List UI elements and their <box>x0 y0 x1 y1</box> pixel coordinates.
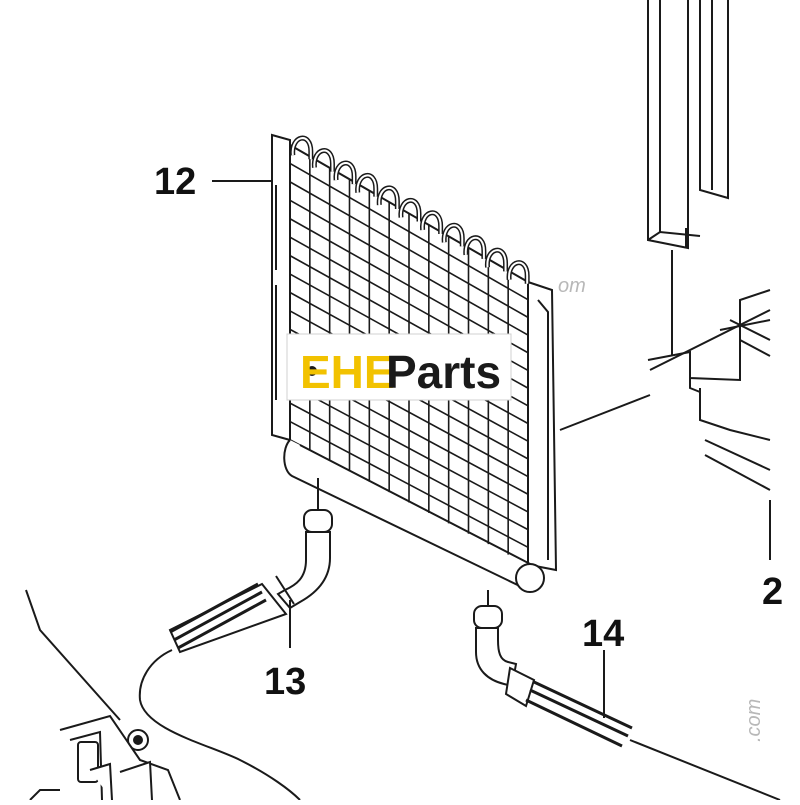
hose-line-13 <box>138 649 301 801</box>
logo-text-parts: Parts <box>386 346 501 398</box>
hose-sleeve-13 <box>169 582 267 650</box>
fin-row <box>289 402 529 531</box>
watermark-text-top: om <box>558 275 586 297</box>
fin-row <box>289 420 529 549</box>
fin-row <box>289 218 529 354</box>
return-bend-inner <box>378 187 399 210</box>
return-bend-inner <box>443 224 464 247</box>
hose-sleeve-14 <box>525 680 633 748</box>
callout-14: 14 <box>582 613 624 655</box>
callout-leaders <box>212 180 605 718</box>
fin-row <box>289 383 529 513</box>
logo-dot-icon <box>307 366 317 376</box>
fin-row <box>289 199 529 336</box>
cooler-return-bends <box>290 135 530 284</box>
watermark-text-bottom: .com <box>743 699 765 742</box>
ehe-parts-logo: EHE Parts <box>286 333 512 401</box>
vertical-bracket-rail <box>647 0 729 250</box>
callout-13: 13 <box>264 661 306 703</box>
hose-line-14 <box>629 739 781 801</box>
mounting-base-plate <box>647 289 771 560</box>
valve-block-partial <box>25 589 181 801</box>
callout-12: 12 <box>154 161 196 203</box>
return-bend-inner <box>356 174 377 197</box>
return-bend-inner <box>313 149 334 172</box>
fin-row <box>289 162 529 301</box>
logo-text-ehe: EHE <box>300 346 395 398</box>
return-bend-inner <box>464 236 485 259</box>
hose-fitting-14 <box>473 590 536 708</box>
fin-row <box>289 181 529 319</box>
return-bend-inner <box>335 162 356 185</box>
leader-line-frame <box>559 250 673 431</box>
callout-partial: 2 <box>762 571 783 613</box>
return-bend-inner <box>508 261 529 284</box>
return-bend-inner <box>421 211 442 234</box>
return-bend-inner <box>291 137 312 160</box>
return-bend-inner <box>399 199 420 222</box>
return-bend-inner <box>486 249 507 272</box>
